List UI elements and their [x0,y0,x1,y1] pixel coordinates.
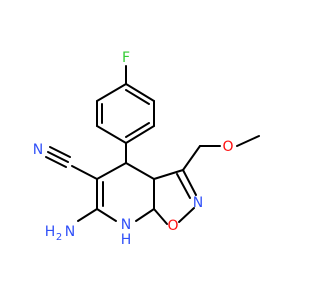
bond [96,208,117,222]
bond [153,208,168,225]
ring-nitrogen-label: N [193,195,203,211]
bond [153,169,184,180]
amine-h-label: H [45,224,56,240]
bond [125,83,155,102]
molecule-structure: F O N N O H 2 N N H [33,50,260,248]
bond [135,208,155,222]
bond [77,208,98,222]
bond [47,151,69,163]
bond [182,169,197,196]
isoxazole-ring [153,169,197,225]
bond [125,89,150,105]
bond [125,125,155,144]
pyridine-ring [96,162,155,222]
bond [96,162,127,180]
bond [125,122,150,138]
ring-nh-h-label: H [121,232,132,248]
bond [96,125,127,144]
fluorine-label: F [122,50,130,66]
bond [178,207,195,223]
bond [49,146,71,158]
bond [176,173,191,199]
amine-n-label: N [65,224,75,240]
nitrile-nitrogen-label: N [33,142,43,158]
ring-oxygen-label: O [167,218,178,234]
amine-subscript-label: 2 [56,232,62,243]
bond [236,135,260,147]
methoxy-oxygen-label: O [222,139,233,155]
bond [125,162,155,180]
bond [96,83,127,102]
ring-nh-n-label: N [121,217,131,233]
fluorophenyl-ring [96,83,155,144]
bond [71,165,98,180]
bond [45,156,67,168]
bond [182,145,201,171]
